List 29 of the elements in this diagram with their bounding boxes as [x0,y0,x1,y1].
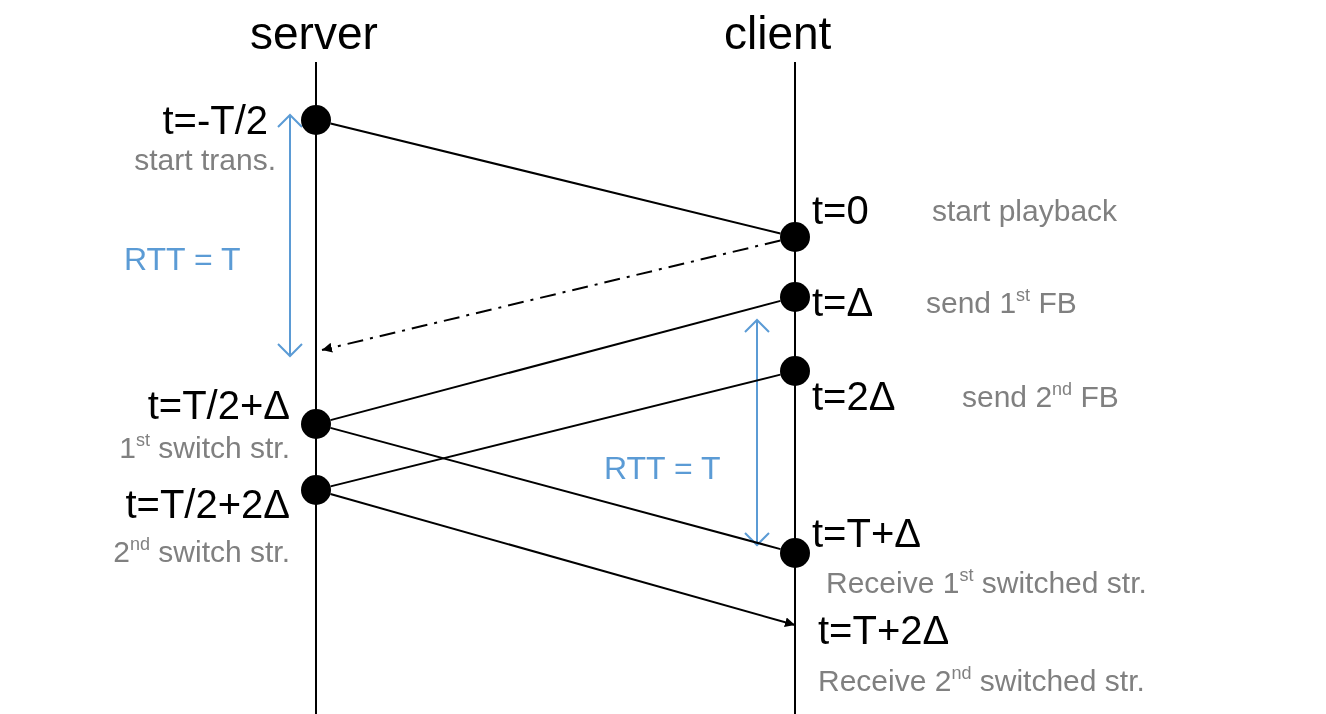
event-label: start trans. [134,145,276,175]
event-label: 2$^{nd}$ switch str. [113,537,290,567]
message-arrow [329,493,796,628]
client-heading: client [724,10,832,56]
time-label: t=0 [812,190,869,230]
event-label: send 2$^{nd}$ FB [962,382,1119,412]
event-dot [301,105,331,135]
time-label: t=T/2+Δ [147,385,290,425]
time-label: t=T+2Δ [818,610,950,650]
event-dot [780,538,810,568]
event-label: Receive 1$^{st}$ switched str. [826,568,1147,598]
event-dot [780,282,810,312]
time-label: t=-T/2 [162,100,268,140]
event-dot [780,222,810,252]
time-label: t=T+Δ [812,513,921,553]
message-arrow [321,239,782,353]
time-label: t=2Δ [812,376,896,416]
event-label: send 1$^{st}$ FB [926,288,1077,318]
event-dot [780,356,810,386]
time-label: t=T/2+2Δ [125,484,290,524]
time-label: t=Δ [812,282,874,322]
event-dot [301,475,331,505]
dimension-label: RTT = T [604,452,721,484]
server-heading: server [250,10,378,56]
event-dot [301,409,331,439]
event-label: Receive 2$^{nd}$ switched str. [818,666,1145,696]
event-label: 1$^{st}$ switch str. [119,433,290,463]
dimension-label: RTT = T [124,243,241,275]
event-label: start playback [932,196,1118,226]
